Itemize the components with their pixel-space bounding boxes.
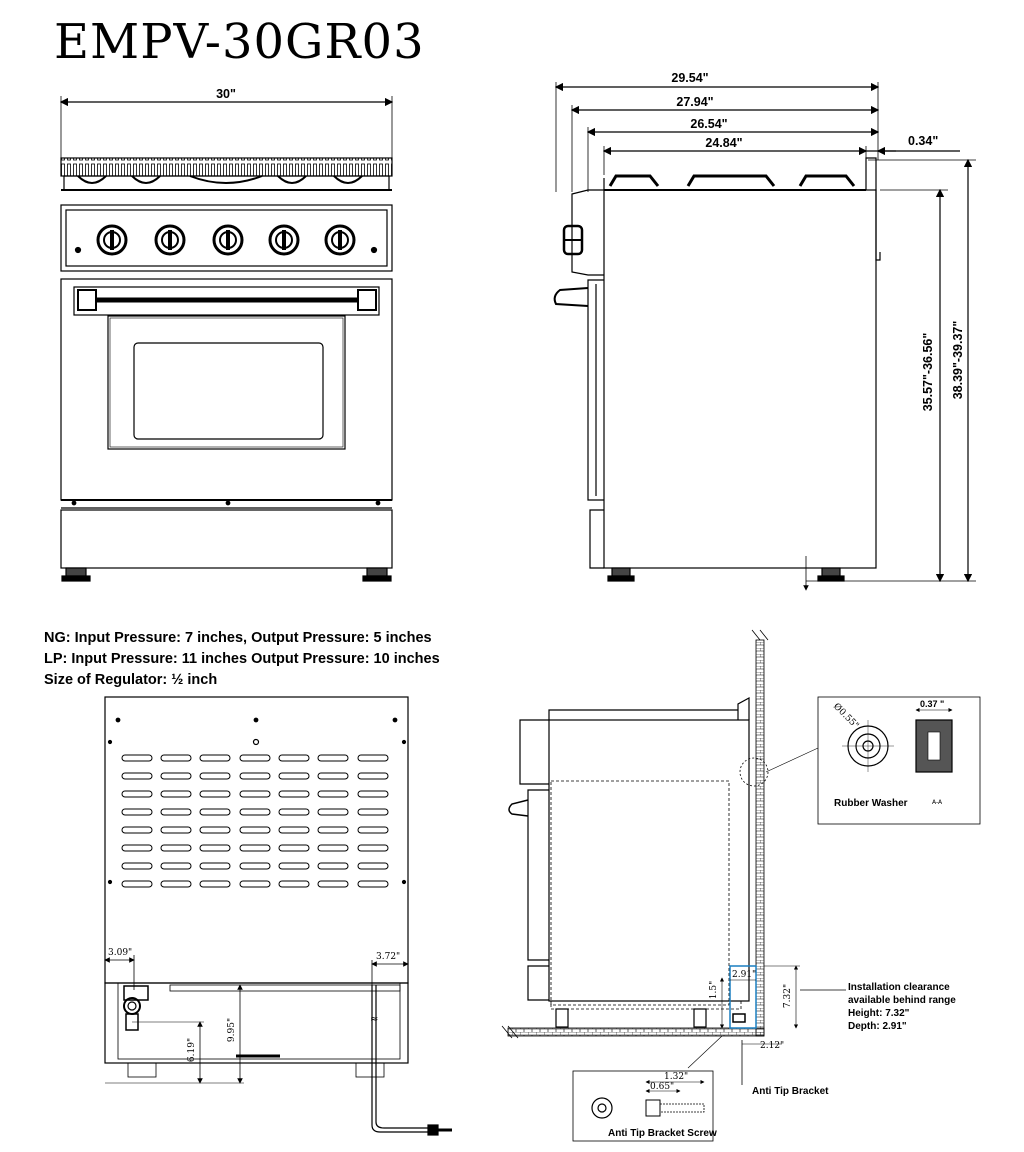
overall-height-dim: 38.39"-39.37" <box>951 321 965 400</box>
control-knobs <box>96 224 356 256</box>
svg-text:≈: ≈ <box>370 1014 378 1025</box>
washer-diameter-dim: Ø0.55" <box>831 701 861 731</box>
clearance-note-line-4: Depth: 2.91" <box>848 1021 907 1032</box>
depth-4-dim: 24.84" <box>705 136 742 150</box>
rubber-washer-label: Rubber Washer <box>834 798 908 809</box>
screw-shank-dim: 0.65" <box>650 1082 674 1092</box>
bracket-offset-dim: 2.12" <box>760 1041 784 1051</box>
front-width-dim: 30" <box>216 87 236 101</box>
section-label: A-A <box>932 799 943 806</box>
ng-pressure-note: NG: Input Pressure: 7 inches, Output Pre… <box>44 630 432 646</box>
clearance-note-line-2: available behind range <box>848 995 956 1006</box>
back-offset-dim: 0.34" <box>908 134 938 148</box>
install-view: 2.91" 7.32" 1.5" 2.12" Installation clea… <box>501 629 981 1142</box>
screw-length-dim: 1.32" <box>664 1072 688 1082</box>
model-title: EMPV-30GR03 <box>54 14 425 70</box>
bracket-height-dim: 1.5" <box>709 981 719 999</box>
regulator-size-note: Size of Regulator: ½ inch <box>44 672 218 688</box>
depth-2-dim: 27.94" <box>676 95 713 109</box>
clearance-height-dim: 7.32" <box>783 984 793 1008</box>
anti-tip-bracket-label: Anti Tip Bracket <box>752 1086 829 1097</box>
front-view: 30" <box>59 87 394 582</box>
depth-overall-dim: 29.54" <box>671 71 708 85</box>
back-view: ≈ 3.09" 3.72" 9.95" 6.19" <box>104 696 452 1136</box>
side-view: 29.54" 27.94" 26.54" 24.84" 0.34" 35.57"… <box>553 71 976 591</box>
depth-3-dim: 26.54" <box>690 117 727 131</box>
clearance-note-line-1: Installation clearance <box>848 982 950 993</box>
anti-tip-screw-label: Anti Tip Bracket Screw <box>608 1128 717 1139</box>
right-offset-dim: 3.72" <box>376 952 400 962</box>
regulator-height-dim: 6.19" <box>187 1038 197 1062</box>
inlet-height-dim: 9.95" <box>227 1018 237 1042</box>
cooktop-height-dim: 35.57"-36.56" <box>921 333 935 412</box>
gas-pressure-notes: NG: Input Pressure: 7 inches, Output Pre… <box>44 628 440 691</box>
clearance-depth-dim: 2.91" <box>732 970 756 980</box>
left-offset-dim: 3.09" <box>108 948 132 958</box>
clearance-note-line-3: Height: 7.32" <box>848 1008 910 1019</box>
washer-thickness-dim: 0.37 " <box>920 699 944 709</box>
lp-pressure-note: LP: Input Pressure: 11 inches Output Pre… <box>44 651 440 667</box>
vent-louvers <box>121 754 389 888</box>
